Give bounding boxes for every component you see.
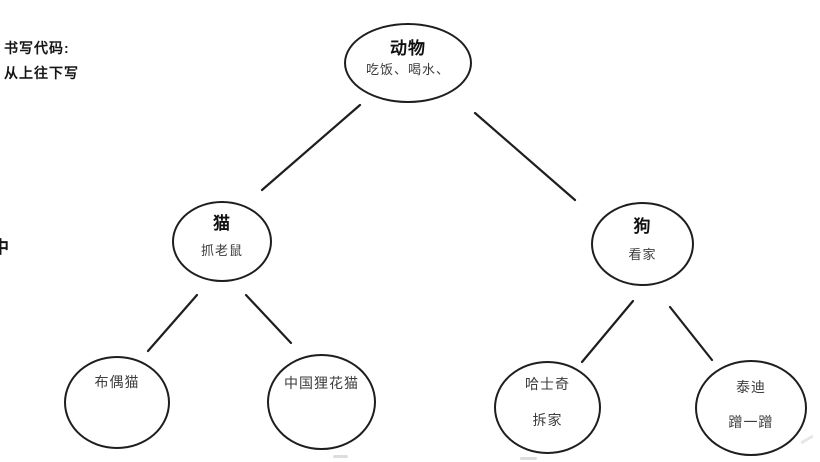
scan-artifact xyxy=(800,434,814,445)
edge-cat-ragdoll xyxy=(146,293,199,353)
node-subtitle: 抓老鼠 xyxy=(200,243,243,258)
node-subtitle: 吃饭、喝水、 xyxy=(365,62,450,77)
node-title: 猫 xyxy=(213,214,231,233)
edge-cat-lihua xyxy=(244,293,293,345)
node-title: 中国狸花猫 xyxy=(284,375,359,391)
node-title: 动物 xyxy=(390,39,426,58)
edge-dog-teddy xyxy=(668,305,714,362)
node-title: 泰迪 xyxy=(736,379,766,395)
edge-root-cat xyxy=(260,103,362,192)
node-subtitle: 拆家 xyxy=(532,412,563,428)
scan-artifact xyxy=(520,457,537,460)
node-title: 哈士奇 xyxy=(525,376,570,392)
tree-node-ragdoll: 布偶猫 xyxy=(64,356,170,449)
tree-node-lihua: 中国狸花猫 xyxy=(267,354,376,450)
node-subtitle: 看家 xyxy=(628,247,657,262)
side-note-line-1: 书写代码: xyxy=(4,40,70,56)
node-title: 狗 xyxy=(633,217,652,236)
tree-node-cat: 猫 抓老鼠 xyxy=(172,201,272,282)
tree-node-root: 动物 吃饭、喝水、 xyxy=(344,23,472,103)
node-subtitle: 蹭一蹭 xyxy=(728,414,774,430)
tree-node-teddy: 泰迪 蹭一蹭 xyxy=(695,360,807,456)
edge-root-dog xyxy=(473,111,577,202)
edge-dog-husky xyxy=(580,299,635,364)
side-note-line-2: 从上往下写 xyxy=(4,65,79,81)
scan-artifact xyxy=(333,455,348,458)
node-title: 布偶猫 xyxy=(94,374,140,390)
side-notes: 书写代码: 从上往下写 xyxy=(4,36,79,86)
clipped-char: 中 xyxy=(0,238,9,257)
tree-node-husky: 哈士奇 拆家 xyxy=(494,361,601,454)
tree-node-dog: 狗 看家 xyxy=(591,202,694,286)
